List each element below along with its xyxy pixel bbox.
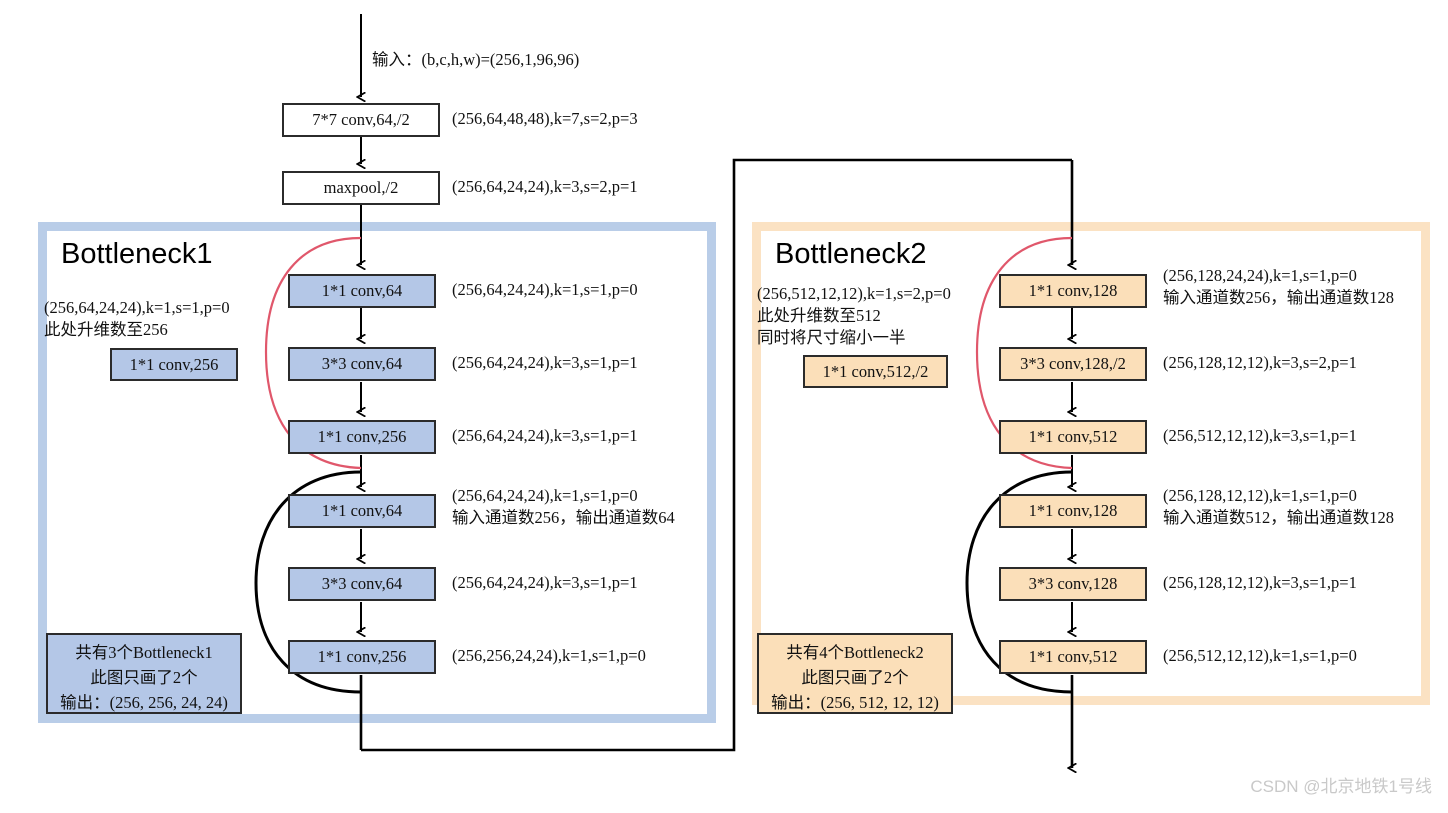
b2-node-1[interactable]: 3*3 conv,128,/2 — [999, 347, 1147, 381]
b1-node-0[interactable]: 1*1 conv,64 — [288, 274, 436, 308]
b1-node-1[interactable]: 3*3 conv,64 — [288, 347, 436, 381]
b1-annotation-3-line2: 输入通道数256，输出通道数64 — [452, 508, 675, 527]
b1-node-5[interactable]: 1*1 conv,256 — [288, 640, 436, 674]
b2-downsample-note-line3: 同时将尺寸缩小一半 — [757, 328, 906, 347]
b2-annotation-1-pre: (256,128,12,12),k=3, — [1163, 353, 1303, 372]
b1-downsample-note-line1: (256,64,24,24),k=1,s=1,p=0 — [44, 298, 230, 317]
b2-annotation-3-line1: (256,128,12,12),k=1,s=1,p=0 — [1163, 486, 1357, 505]
b2-node-0[interactable]: 1*1 conv,128 — [999, 274, 1147, 308]
b2-node-4[interactable]: 3*3 conv,128 — [999, 567, 1147, 601]
b1-annotation-0: (256,64,24,24),k=1,s=1,p=0 — [452, 280, 638, 299]
b2-annotation-2: (256,512,12,12),k=3,s=1,p=1 — [1163, 426, 1357, 445]
node-conv7x7[interactable]: 7*7 conv,64,/2 — [282, 103, 440, 137]
csdn-watermark: CSDN @北京地铁1号线 — [1250, 777, 1432, 796]
node-maxpool[interactable]: maxpool,/2 — [282, 171, 440, 205]
input-label: 输入：(b,c,h,w)=(256,1,96,96) — [372, 50, 580, 69]
b1-summary-note: 共有3个Bottleneck1 此图只画了2个 输出：(256, 256, 24… — [46, 633, 242, 714]
b2-node-3[interactable]: 1*1 conv,128 — [999, 494, 1147, 528]
b2-summary-note: 共有4个Bottleneck2 此图只画了2个 输出：(256, 512, 12… — [757, 633, 953, 714]
b1-annotation-3-line1: (256,64,24,24),k=1,s=1,p=0 — [452, 486, 638, 505]
b2-node-2[interactable]: 1*1 conv,512 — [999, 420, 1147, 454]
annotation-conv7x7: (256,64,48,48),k=7,s=2,p=3 — [452, 109, 638, 128]
b1-annotation-1: (256,64,24,24),k=3,s=1,p=1 — [452, 353, 638, 372]
b2-annotation-0-line1: (256,128,24,24),k=1,s=1,p=0 — [1163, 266, 1357, 285]
b2-annotation-5: (256,512,12,12),k=1,s=1,p=0 — [1163, 646, 1357, 665]
b2-annotation-1: (256,128,12,12),k=3,s=2,p=1 — [1163, 352, 1357, 374]
b2-downsample-note-line2: 此处升维数至512 — [757, 306, 881, 325]
b2-downsample-box[interactable]: 1*1 conv,512,/2 — [803, 355, 948, 388]
annotation-maxpool: (256,64,24,24),k=3,s=2,p=1 — [452, 177, 638, 196]
b2-downsample-note-line1: (256,512,12,12),k=1,s=2,p=0 — [757, 284, 951, 303]
b1-annotation-5: (256,256,24,24),k=1,s=1,p=0 — [452, 646, 646, 665]
bottleneck2-title: Bottleneck2 — [775, 238, 927, 270]
b2-annotation-3-line2: 输入通道数512，输出通道数128 — [1163, 508, 1394, 527]
b1-downsample-note-line2: 此处升维数至256 — [44, 320, 168, 339]
b2-annotation-4: (256,128,12,12),k=3,s=1,p=1 — [1163, 573, 1357, 592]
b1-node-3[interactable]: 1*1 conv,64 — [288, 494, 436, 528]
b1-node-4[interactable]: 3*3 conv,64 — [288, 567, 436, 601]
b1-node-2[interactable]: 1*1 conv,256 — [288, 420, 436, 454]
b1-downsample-box[interactable]: 1*1 conv,256 — [110, 348, 238, 381]
b2-annotation-1-red: s=2 — [1302, 353, 1327, 372]
b2-node-5[interactable]: 1*1 conv,512 — [999, 640, 1147, 674]
bottleneck1-title: Bottleneck1 — [61, 238, 213, 270]
b2-annotation-1-post: ,p=1 — [1326, 353, 1357, 372]
b1-annotation-4: (256,64,24,24),k=3,s=1,p=1 — [452, 573, 638, 592]
b1-annotation-2: (256,64,24,24),k=3,s=1,p=1 — [452, 426, 638, 445]
b2-annotation-0-line2: 输入通道数256，输出通道数128 — [1163, 288, 1394, 307]
